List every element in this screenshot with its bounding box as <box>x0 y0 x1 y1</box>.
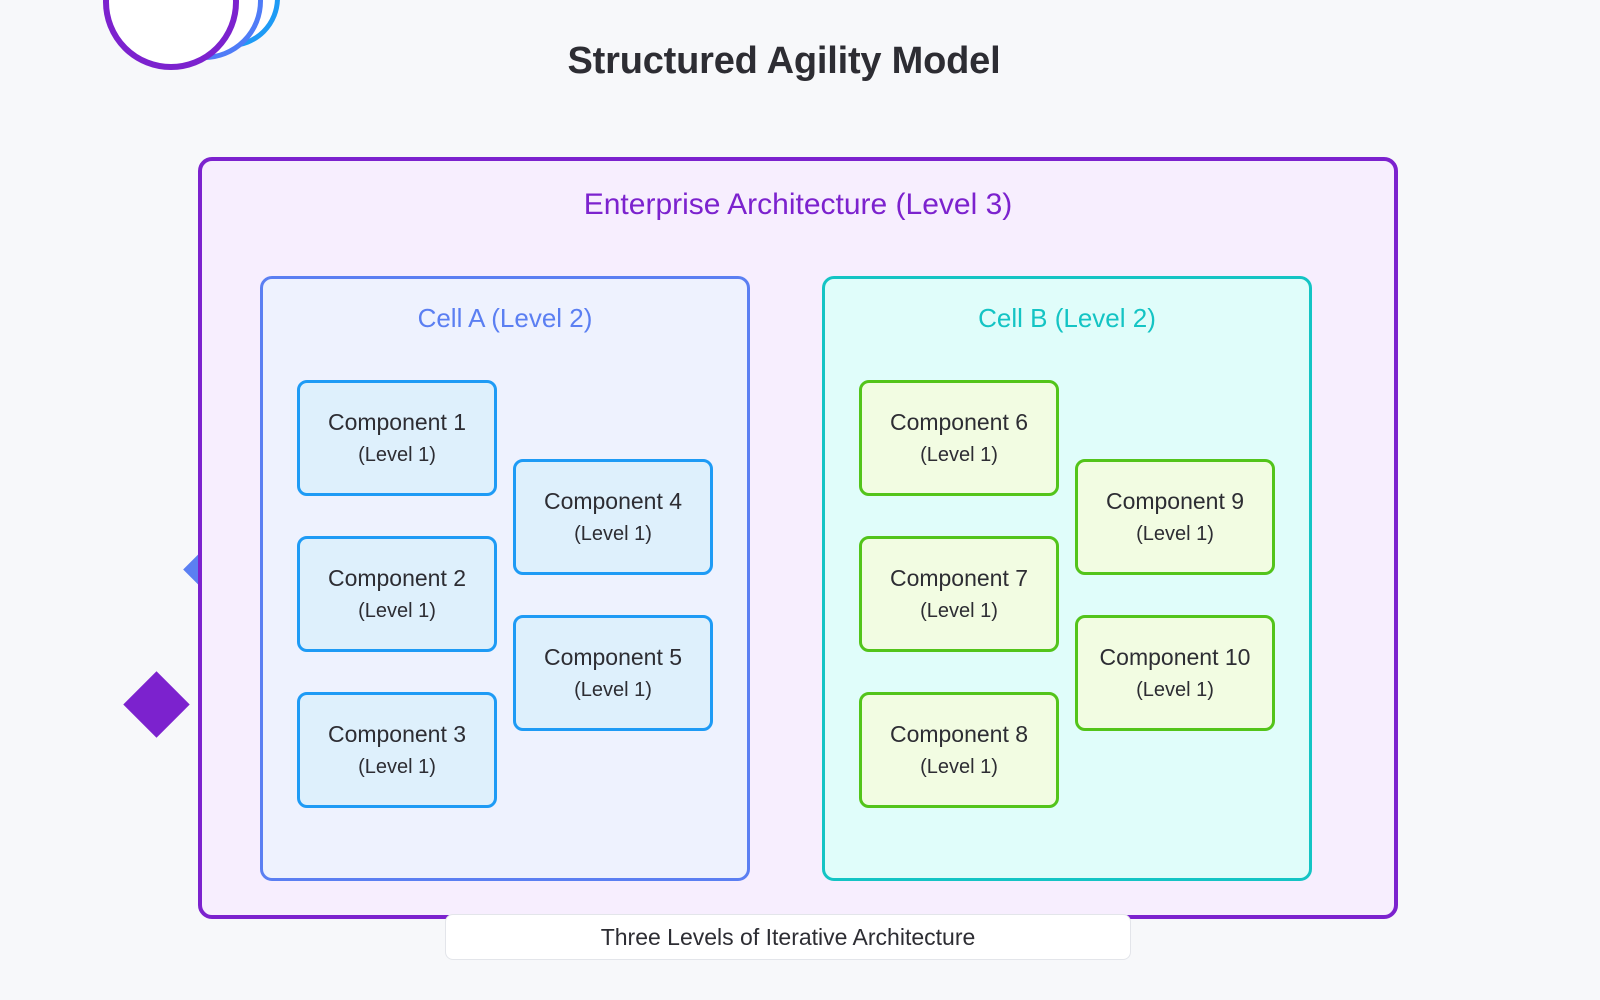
cell-b-label: Cell B (Level 2) <box>978 303 1156 333</box>
component-card[interactable]: Component 6 (Level 1) <box>859 380 1059 496</box>
cell-a-level2-container: Cell A (Level 2) Component 1 (Level 1) C… <box>260 276 750 881</box>
cell-b-right-column: Component 9 (Level 1) Component 10 (Leve… <box>1075 459 1275 731</box>
decorative-circles-cluster <box>0 0 320 90</box>
cell-a-label: Cell A (Level 2) <box>417 303 593 333</box>
component-name: Component 8 <box>889 721 1029 748</box>
component-name: Component 3 <box>327 721 467 748</box>
component-card[interactable]: Component 7 (Level 1) <box>859 536 1059 652</box>
component-name: Component 2 <box>327 565 467 592</box>
component-name: Component 10 <box>1099 644 1251 671</box>
component-card[interactable]: Component 10 (Level 1) <box>1075 615 1275 731</box>
component-level: (Level 1) <box>574 522 652 545</box>
component-name: Component 6 <box>889 409 1029 436</box>
component-level: (Level 1) <box>920 599 998 622</box>
component-card[interactable]: Component 8 (Level 1) <box>859 692 1059 808</box>
component-level: (Level 1) <box>358 443 436 466</box>
component-name: Component 9 <box>1105 488 1245 515</box>
component-card[interactable]: Component 5 (Level 1) <box>513 615 713 731</box>
enterprise-architecture-level3-container: Enterprise Architecture (Level 3) Cell A… <box>198 157 1398 919</box>
component-card[interactable]: Component 9 (Level 1) <box>1075 459 1275 575</box>
component-card[interactable]: Component 1 (Level 1) <box>297 380 497 496</box>
component-level: (Level 1) <box>920 443 998 466</box>
component-name: Component 4 <box>543 488 683 515</box>
level3-label: Enterprise Architecture (Level 3) <box>583 188 1013 221</box>
component-level: (Level 1) <box>920 755 998 778</box>
component-level: (Level 1) <box>358 755 436 778</box>
cell-b-level2-container: Cell B (Level 2) Component 6 (Level 1) C… <box>822 276 1312 881</box>
page-title: Structured Agility Model <box>567 40 1001 82</box>
component-card[interactable]: Component 4 (Level 1) <box>513 459 713 575</box>
component-level: (Level 1) <box>574 678 652 701</box>
cell-b-left-column: Component 6 (Level 1) Component 7 (Level… <box>859 380 1059 808</box>
component-level: (Level 1) <box>1136 678 1214 701</box>
purple-diamond-marker-icon <box>123 671 190 738</box>
component-card[interactable]: Component 2 (Level 1) <box>297 536 497 652</box>
cell-a-left-column: Component 1 (Level 1) Component 2 (Level… <box>297 380 497 808</box>
component-name: Component 5 <box>543 644 683 671</box>
component-card[interactable]: Component 3 (Level 1) <box>297 692 497 808</box>
component-level: (Level 1) <box>1136 522 1214 545</box>
component-name: Component 1 <box>327 409 467 436</box>
cell-a-right-column: Component 4 (Level 1) Component 5 (Level… <box>513 459 713 731</box>
diagram-caption: Three Levels of Iterative Architecture <box>445 914 1131 960</box>
component-level: (Level 1) <box>358 599 436 622</box>
component-name: Component 7 <box>889 565 1029 592</box>
